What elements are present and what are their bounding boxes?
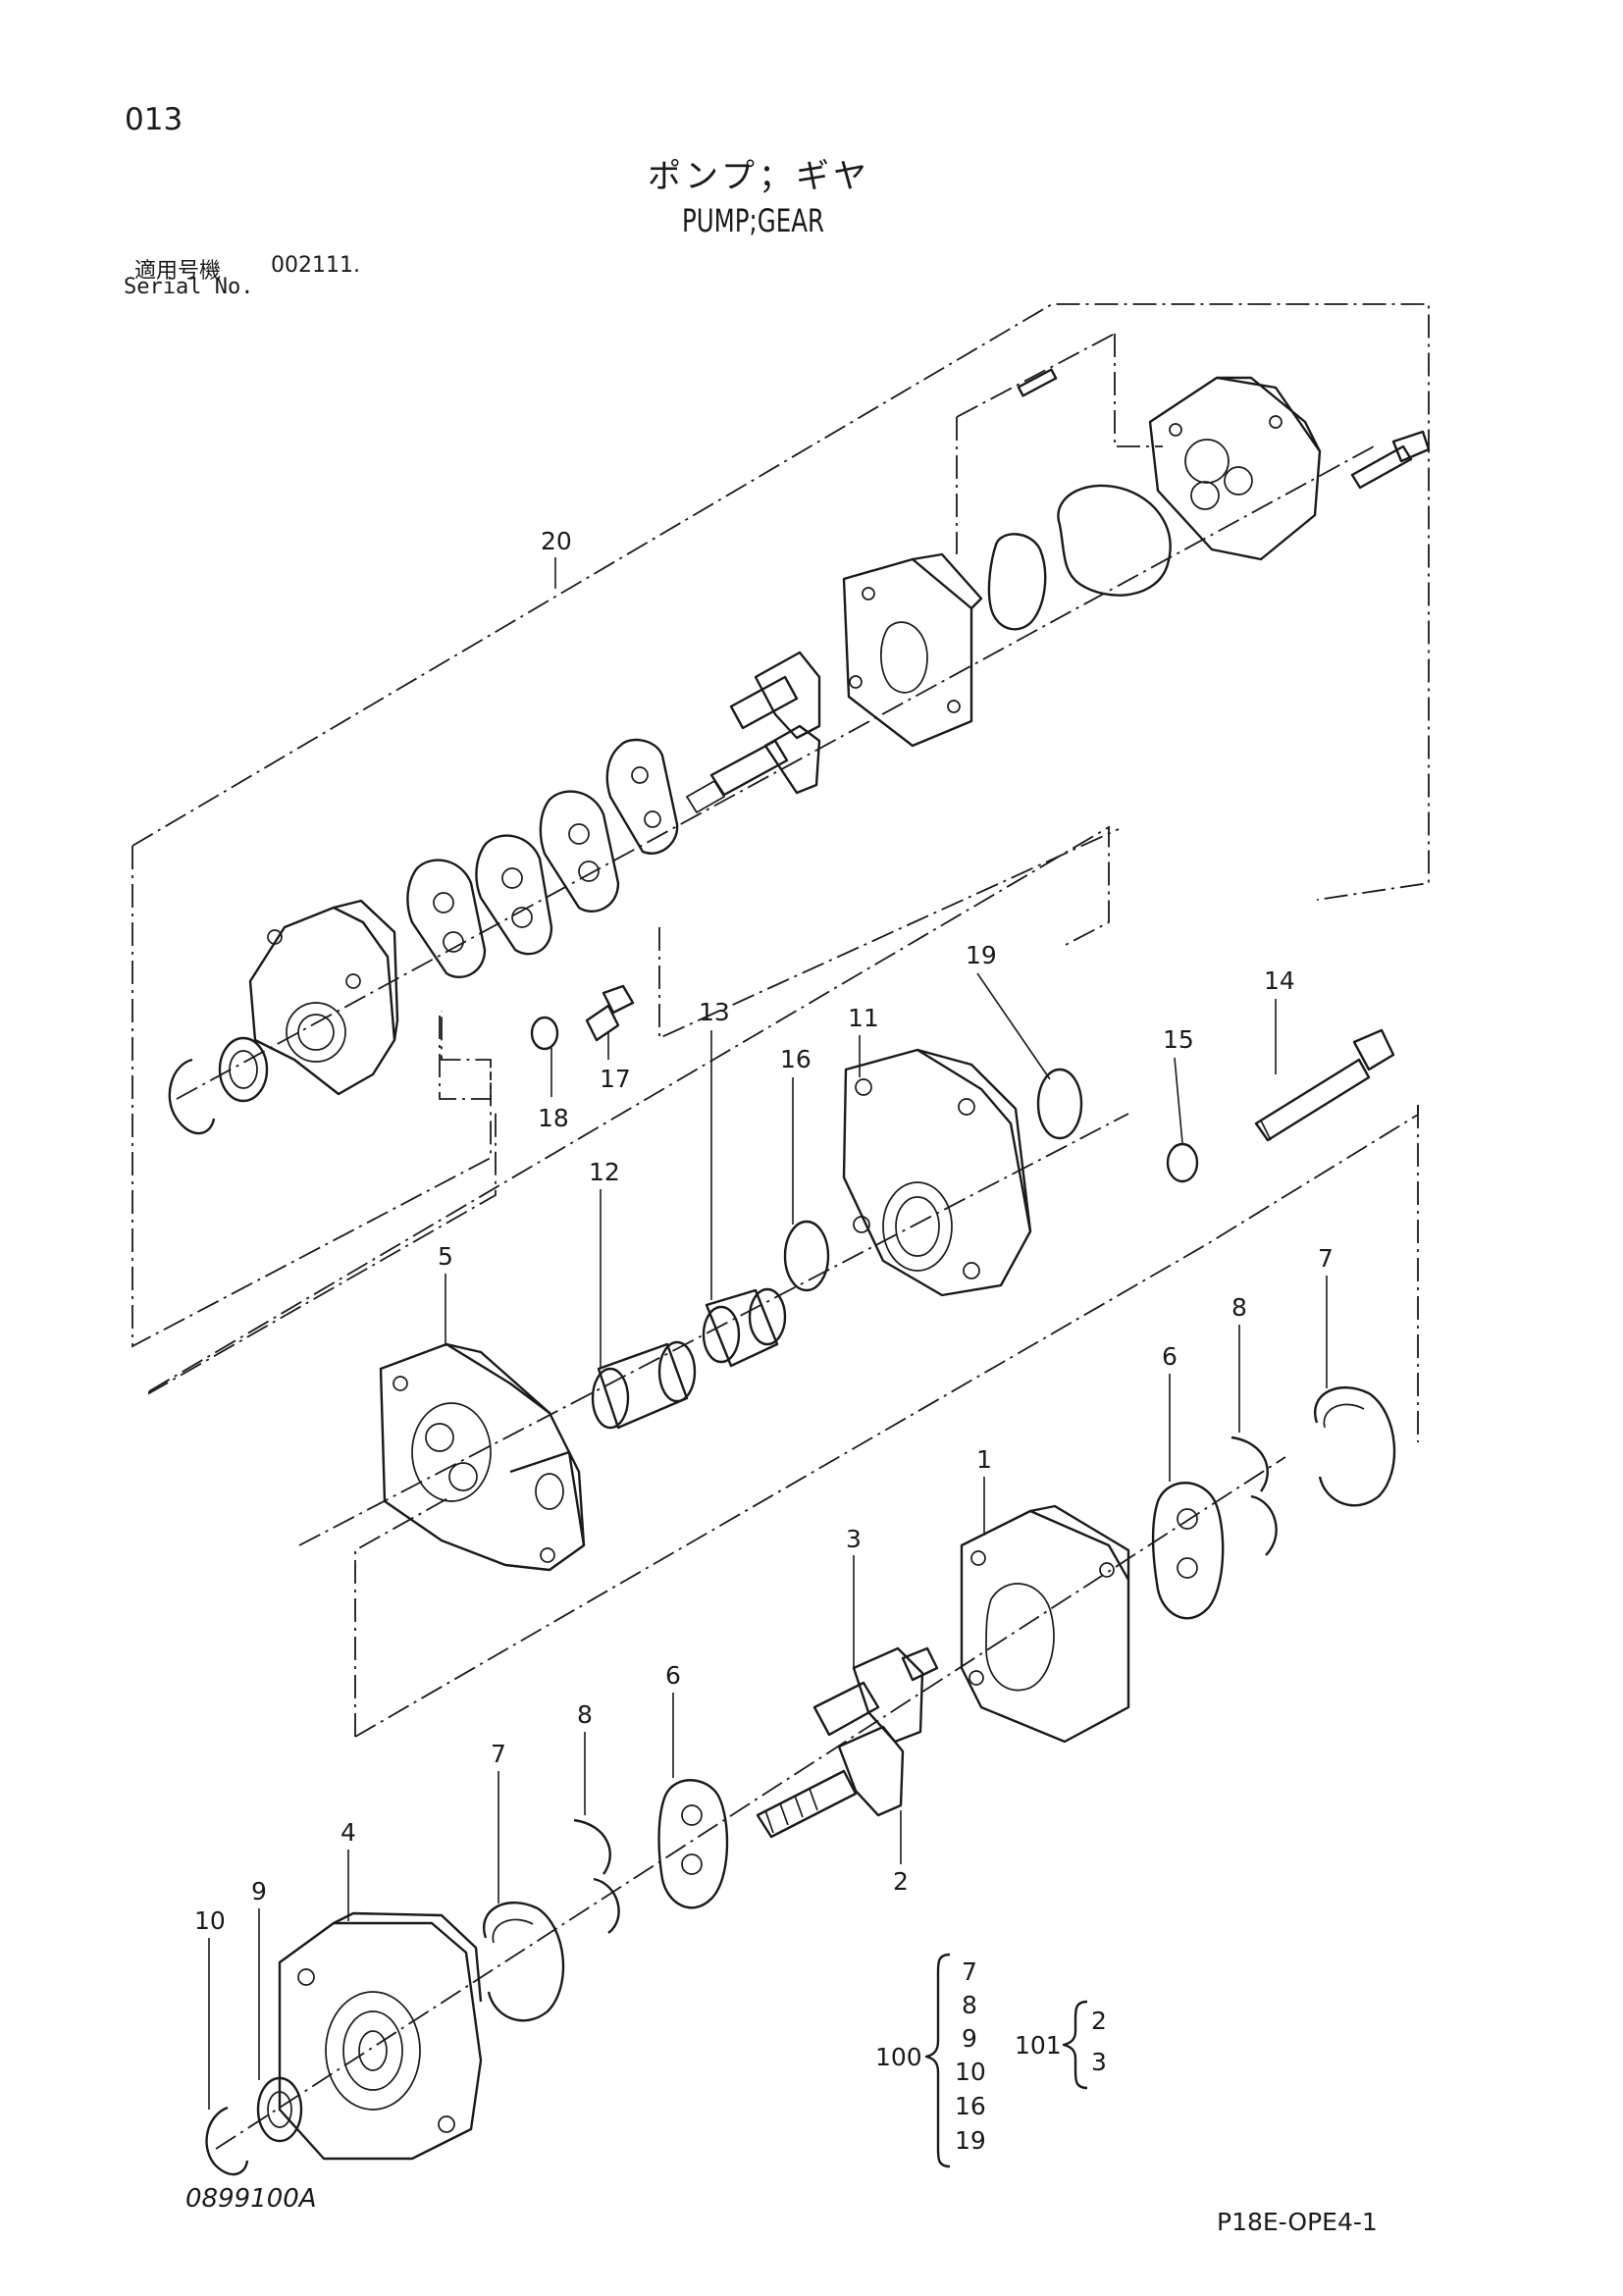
callout-layer: 20 19 14 11 15 16 13 17 18 12 5 7 8 6 1 …	[194, 527, 1334, 1935]
set-101-members: 2 3	[1091, 2007, 1107, 2076]
callout-17: 17	[600, 1065, 631, 1093]
title-english: PUMP;GEAR	[682, 202, 824, 239]
callout-6-left: 6	[665, 1661, 681, 1690]
callout-9: 9	[251, 1877, 267, 1905]
set-100-member: 10	[955, 2058, 986, 2086]
callout-1: 1	[976, 1445, 992, 1474]
upper-bearing-part	[218, 1036, 269, 1103]
o-ring-16-part	[783, 1220, 830, 1292]
pump-assembly-boundary	[131, 303, 1430, 901]
callout-13: 13	[699, 998, 730, 1026]
set-100-brace	[924, 1953, 951, 2168]
driven-gear-2-part	[756, 1725, 905, 1839]
callout-19: 19	[966, 941, 997, 969]
callout-8-left: 8	[577, 1700, 593, 1729]
callout-6-right: 6	[1162, 1342, 1178, 1371]
set-100-member: 8	[962, 1991, 977, 2019]
cover-plate-11-part	[842, 1048, 1032, 1297]
washer-18-part	[530, 1016, 559, 1051]
small-parts-box-2	[439, 1016, 492, 1100]
callout-5: 5	[438, 1242, 453, 1271]
lower-centerline	[215, 1456, 1286, 2150]
bearing-9-part	[256, 2076, 303, 2143]
dowel-pin-part	[1017, 368, 1058, 397]
callout-10: 10	[194, 1906, 226, 1935]
washer-15-part	[1166, 1142, 1199, 1183]
front-body-4-part	[278, 1911, 483, 2161]
serial-label-japanese: 適用号機	[134, 259, 222, 284]
drive-gear-3-part	[812, 1646, 939, 1744]
side-plate-1-part	[605, 738, 679, 855]
plug-17-part	[585, 984, 635, 1042]
side-plate-3-part	[475, 834, 553, 956]
drawing-code: 0899100A	[185, 2184, 317, 2214]
callout-3: 3	[846, 1525, 862, 1553]
bolt-14-part	[1254, 1028, 1395, 1142]
side-plate-6-right-part	[1151, 1482, 1225, 1620]
set-101-brace	[1062, 2000, 1088, 2090]
serial-label-english: Serial No.	[124, 275, 254, 299]
spring-8-right-part	[1230, 1435, 1278, 1556]
leader-19	[976, 972, 1051, 1080]
set-100-member: 19	[955, 2126, 986, 2155]
serial-value: 002111.	[271, 253, 360, 278]
set-101-number: 101	[1015, 2031, 1062, 2060]
callout-14: 14	[1264, 966, 1295, 995]
gear-body-1-part	[960, 1504, 1130, 1744]
callout-4: 4	[340, 1818, 356, 1847]
side-plate-2-part	[539, 790, 620, 913]
callout-8-right: 8	[1231, 1293, 1247, 1322]
page-number: 013	[125, 102, 183, 137]
callout-18: 18	[538, 1104, 569, 1132]
upper-snap-ring-part	[168, 1058, 216, 1135]
cover-bolt-part	[1350, 430, 1431, 490]
upper-centerline	[176, 445, 1375, 1100]
spring-8-left-part	[573, 1818, 620, 1934]
rear-cover-part	[1148, 376, 1322, 561]
set-100-member: 9	[962, 2024, 977, 2053]
o-ring-19-part	[1036, 1068, 1083, 1140]
set-100-members: 7 8 9 10 16 19	[955, 1957, 986, 2155]
callout-11: 11	[848, 1004, 879, 1032]
upper-gear-pair-part	[685, 651, 821, 814]
callout-16: 16	[780, 1045, 812, 1073]
sheet-code: P18E-OPE4-1	[1217, 2208, 1378, 2236]
subassy-box-left-2	[956, 333, 1116, 418]
body-group-boundary-left	[354, 1495, 452, 1737]
upper-front-flange-part	[248, 899, 399, 1096]
backup-ring-7-left-part	[483, 1901, 565, 2022]
side-plate-4-part	[406, 859, 487, 978]
callout-2: 2	[893, 1867, 909, 1896]
bushing-12-part	[591, 1340, 697, 1430]
set-101-member: 2	[1091, 2007, 1107, 2035]
side-plate-6-left-part	[657, 1779, 729, 1909]
subassy-box-top	[1114, 334, 1163, 447]
callout-7-right: 7	[1318, 1244, 1334, 1273]
callout-12: 12	[589, 1158, 620, 1186]
callout-7-left: 7	[491, 1740, 506, 1768]
snap-ring-10-part	[205, 2106, 249, 2176]
upper-gear-housing-part	[842, 552, 983, 748]
set-101-member: 3	[1091, 2048, 1107, 2076]
seal-plate-small-part	[987, 533, 1047, 631]
middle-centerline	[298, 1113, 1129, 1546]
cover-group-boundary-2	[148, 1109, 497, 1395]
set-100-member: 16	[955, 2092, 986, 2120]
leader-15	[1174, 1057, 1183, 1144]
bushing-13-part	[702, 1287, 787, 1368]
callout-15: 15	[1163, 1025, 1194, 1054]
cover-group-boundary	[148, 825, 1110, 1392]
pump-assembly-boundary-lower	[131, 846, 492, 1348]
body-group-boundary	[354, 1105, 1419, 1738]
set-legend: 100 7 8 9 10 16 19 101 2 3	[875, 1953, 1107, 2168]
backup-ring-7-right-part	[1314, 1385, 1396, 1507]
set-100-number: 100	[875, 2043, 922, 2071]
callout-20: 20	[541, 527, 572, 555]
set-100-member: 7	[962, 1957, 977, 1986]
title-japanese: ポンプ；ギヤ	[648, 157, 870, 196]
housing-5-part	[379, 1342, 586, 1572]
rear-gasket-part	[1057, 484, 1172, 597]
